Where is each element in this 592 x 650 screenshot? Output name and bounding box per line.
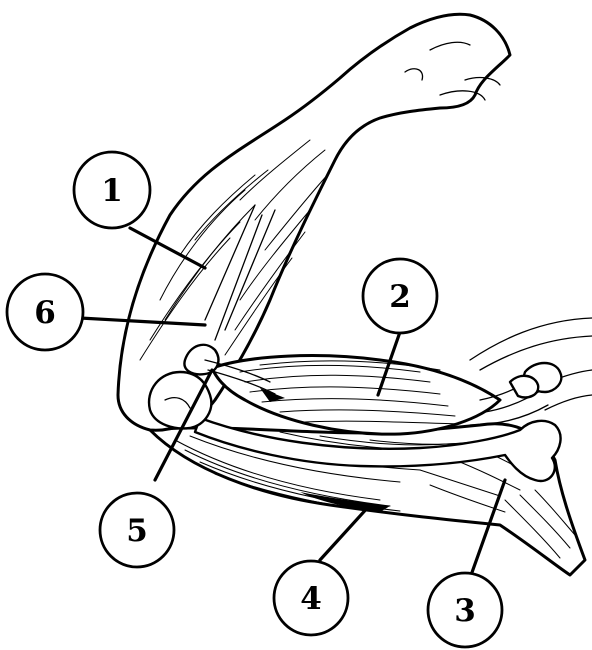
callout-4: 4 bbox=[274, 561, 348, 635]
leader-line-4 bbox=[320, 505, 370, 560]
callout-2: 2 bbox=[363, 259, 437, 333]
callout-label-2: 2 bbox=[389, 279, 411, 315]
callout-1: 1 bbox=[74, 152, 150, 228]
callout-3: 3 bbox=[428, 573, 502, 647]
callout-label-3: 3 bbox=[454, 593, 476, 629]
callout-label-6: 6 bbox=[34, 295, 56, 331]
callout-5: 5 bbox=[100, 493, 174, 567]
callout-6: 6 bbox=[7, 274, 83, 350]
callout-label-4: 4 bbox=[300, 581, 322, 617]
callout-label-5: 5 bbox=[126, 513, 148, 549]
biceps-muscle bbox=[212, 356, 548, 435]
callout-label-1: 1 bbox=[101, 173, 123, 209]
